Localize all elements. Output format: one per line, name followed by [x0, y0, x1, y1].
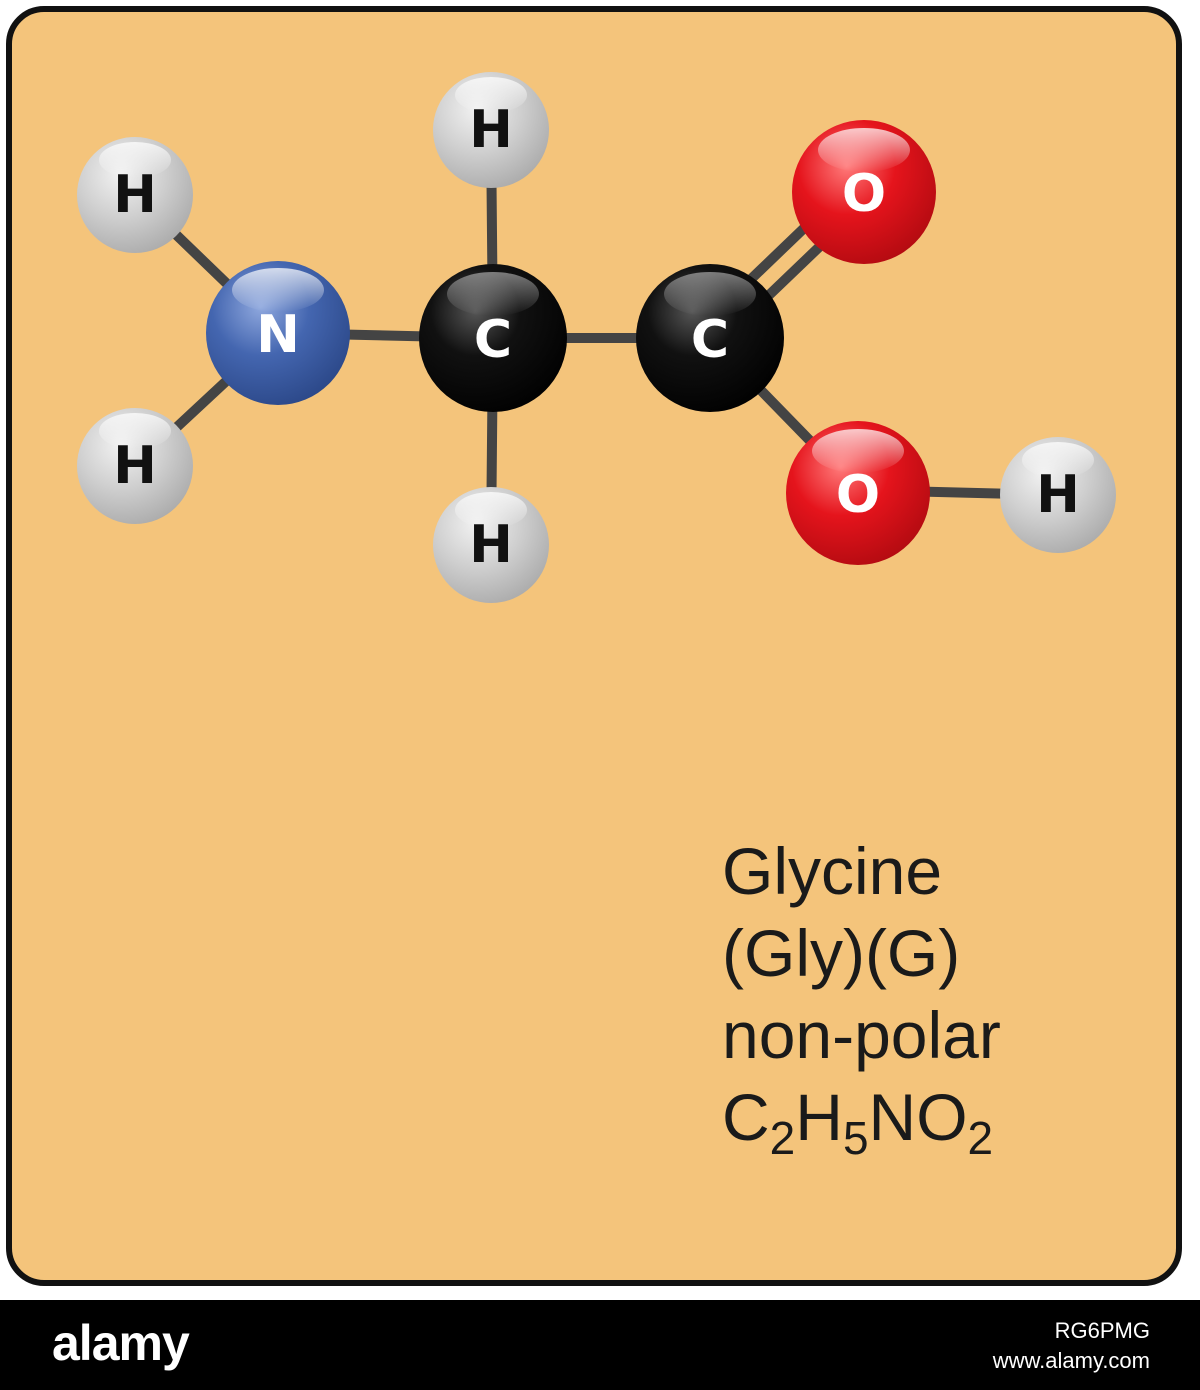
molecular-formula: C2H5NO2 [722, 1076, 1001, 1161]
atom-h-alpha-top: H [433, 72, 549, 188]
formula-o-count: 2 [967, 1112, 994, 1164]
amino-acid-name: Glycine [722, 834, 943, 908]
amino-acid-polarity: non-polar [722, 998, 1001, 1072]
atom-carbon-alpha: C [419, 264, 567, 412]
atom-nitrogen: N [206, 261, 350, 405]
amino-acid-abbreviations: (Gly)(G) [722, 916, 961, 990]
formula-n: N [868, 1080, 917, 1154]
atom-oxygen-hydroxyl: O [786, 421, 930, 565]
amino-acid-info: Glycine (Gly)(G) non-polar C2H5NO2 [722, 830, 1001, 1161]
image-id: RG6PMG [1054, 1318, 1150, 1343]
brand-logo: alamy [52, 1315, 190, 1371]
atom-label: N [256, 305, 300, 365]
atom-h-amine-bottom: H [77, 408, 193, 524]
formula-o: O [916, 1080, 968, 1154]
atom-label: C [474, 310, 512, 370]
atom-label: H [113, 165, 157, 225]
atom-oxygen-double: O [792, 120, 936, 264]
atom-h-amine-top: H [77, 137, 193, 253]
formula-c-count: 2 [769, 1112, 796, 1164]
site-url: www.alamy.com [992, 1348, 1150, 1373]
atom-label: H [1036, 465, 1080, 525]
formula-h: H [795, 1080, 843, 1154]
molecule-card [6, 6, 1182, 1286]
atom-carbon-carboxyl: C [636, 264, 784, 412]
atom-h-hydroxyl: H [1000, 437, 1116, 553]
atom-label: H [469, 100, 513, 160]
atom-label: H [469, 515, 513, 575]
formula-h-count: 5 [842, 1112, 869, 1164]
atom-label: O [842, 164, 886, 224]
molecule-diagram: H H H H H N C C O O [77, 72, 1116, 603]
atom-label: H [113, 436, 157, 496]
footer-bar: alamy RG6PMG www.alamy.com [0, 1300, 1200, 1390]
atom-label: O [836, 465, 880, 525]
formula-c: C [722, 1080, 770, 1154]
atom-label: C [691, 310, 729, 370]
atom-h-alpha-bottom: H [433, 487, 549, 603]
